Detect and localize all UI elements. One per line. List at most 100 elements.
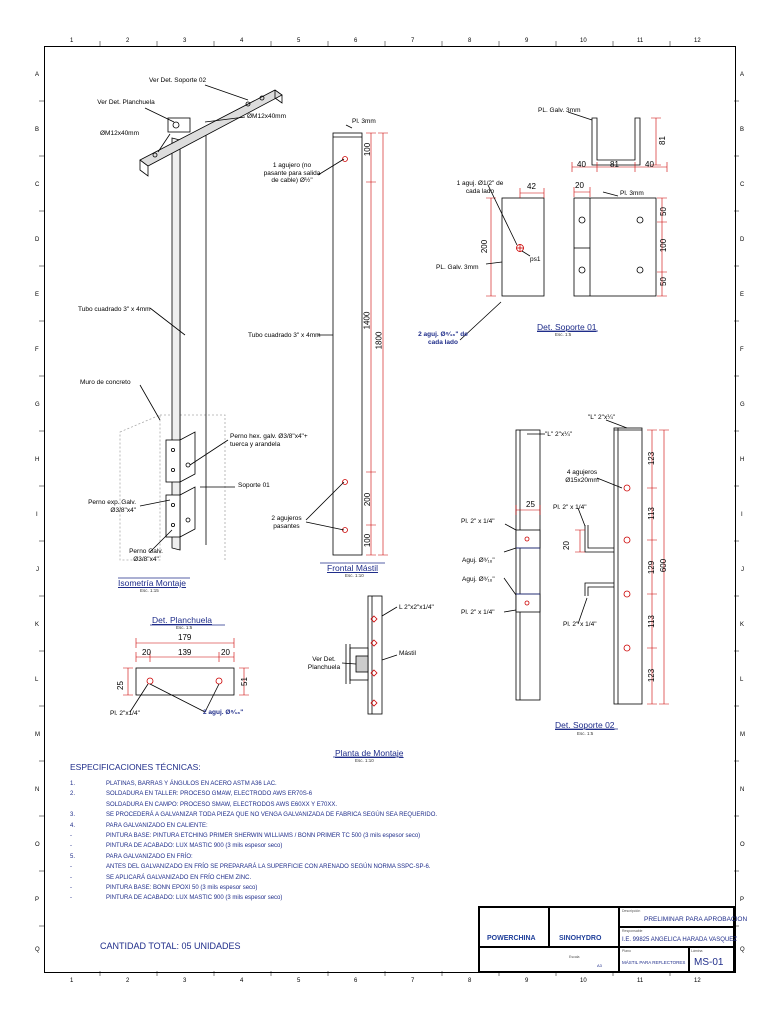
sop01-dim: 20	[575, 181, 584, 190]
spec-text: SE PROCEDERÁ A GALVANIZAR TODA PIEZA QUE…	[106, 812, 438, 819]
scale-label: Escala	[569, 955, 580, 959]
ruler-label: Q	[35, 947, 40, 953]
sop01-label: ps1	[530, 256, 541, 263]
sop01-scale: Esc. 1:5	[555, 332, 572, 337]
planchuela-drawing	[123, 624, 249, 713]
ruler-label: 5	[297, 978, 301, 984]
ruler-label: E	[740, 292, 745, 298]
sop02-dim: 25	[526, 500, 535, 509]
sop02-title: Det. Soporte 02	[555, 720, 615, 730]
planta-label: L 2"x2"x1/4"	[399, 604, 434, 611]
planchuela-dim: 25	[115, 681, 125, 690]
brand-sinohydro: SINOHYDRO	[559, 935, 602, 942]
frontal-dim: 200	[363, 492, 373, 507]
spec-item: 4.PARA GALVANIZADO EN CALIENTE:	[70, 821, 510, 831]
ruler-label: K	[35, 622, 40, 628]
ruler-label: E	[35, 292, 40, 298]
iso-label: Perno hex. galv. Ø3/8"x4"+ tuerca y aran…	[230, 433, 308, 448]
planchuela-title: Det. Planchuela	[152, 615, 213, 625]
sinohydro-cell	[549, 907, 619, 947]
ruler-label: N	[740, 787, 745, 793]
ruler-label: C	[740, 182, 745, 188]
spec-num: 1.	[70, 781, 76, 787]
status-cell	[619, 907, 734, 927]
iso-label: Tubo cuadrado 3" x 4mm	[78, 306, 151, 313]
spec-num: -	[70, 864, 72, 871]
planchuela-dim: 20	[142, 648, 151, 657]
resp-value: I.E. 99825 ANGELICA HARADA VASQUEZ	[622, 937, 737, 943]
spec-item: -ANTES DEL GALVANIZADO EN FRÍO SE PREPAR…	[70, 862, 510, 872]
ruler-label: O	[740, 842, 745, 848]
sop01-label: Pl. 3mm	[620, 190, 644, 197]
ruler-label: I	[36, 512, 38, 518]
spec-text: SOLDADURA EN TALLER: PROCESO GMAW, ELECT…	[106, 791, 313, 798]
sop01-dim: 100	[659, 238, 669, 253]
ruler-label: 1	[70, 38, 74, 44]
spec-text: PINTURA DE ACABADO: LUX MASTIC 900 (3 mi…	[106, 895, 283, 902]
sop02-dim: 600	[659, 558, 669, 573]
sop01-dim: 81	[610, 160, 619, 169]
sop01-dim: 42	[527, 182, 536, 191]
total-quantity: CANTIDAD TOTAL: 05 UNIDADES	[100, 941, 241, 951]
spec-text: PINTURA BASE: PINTURA ETCHING PRIMER SHE…	[106, 833, 421, 840]
planchuela-dim: 51	[239, 677, 249, 686]
iso-label: Perno exp. Galv. Ø3/8"x4"	[88, 499, 136, 514]
ruler-label: 12	[694, 38, 701, 44]
ruler-label: H	[740, 457, 745, 463]
ruler-label: O	[35, 842, 40, 848]
sop02-label: Pl. 2" x 1/4"	[563, 621, 597, 628]
powerchina-cell	[479, 907, 549, 947]
sop01-dim: 200	[480, 239, 490, 254]
sop02-label: Pl. 2" x 1/4"	[461, 609, 495, 616]
ruler-label: F	[740, 347, 744, 353]
sop02-label: "L" 2"x¼"	[588, 414, 615, 421]
sop02-label: Pl. 2" x 1/4"	[553, 504, 587, 511]
sop01-dim: 50	[658, 207, 668, 216]
sop02-label: 4 agujeros Ø15x20mm	[565, 469, 599, 484]
code-cell	[689, 947, 734, 972]
ruler-label: G	[740, 402, 745, 408]
brand-powerchina: POWERCHINA	[487, 935, 536, 942]
ruler-label: L	[35, 677, 39, 683]
ruler-label: 11	[637, 38, 644, 44]
planta-title: Planta de Montaje	[335, 748, 404, 758]
frontal-title: Frontal Mástil	[327, 563, 379, 573]
planchuela-dim: 20	[221, 648, 230, 657]
resp-cell	[619, 927, 734, 947]
planchuela-scale: Esc. 1:5	[176, 625, 193, 630]
name-cell	[619, 947, 689, 972]
ruler-label: 4	[240, 38, 244, 44]
ruler-label: 8	[468, 38, 472, 44]
ruler-label: 3	[183, 38, 187, 44]
ruler-label: Q	[740, 947, 745, 953]
sop02-dim: 123	[647, 451, 657, 466]
iso-label: Ver Det. Planchuela	[97, 99, 155, 106]
sop01-dim: 40	[645, 160, 654, 169]
ruler-label: C	[35, 182, 40, 188]
ruler-label: 10	[580, 978, 587, 984]
iso-label: ØM12x40mm	[100, 130, 140, 137]
spec-text: SOLDADURA EN CAMPO: PROCESO SMAW, ELECTR…	[106, 801, 338, 808]
code-label: Lámina	[691, 949, 703, 953]
scale-value: A3	[597, 963, 602, 968]
spec-item: 1.PLATINAS, BARRAS Y ÁNGULOS EN ACERO AS…	[70, 779, 510, 789]
sop01-dim: 81	[657, 136, 667, 145]
frontal-scale: Esc. 1:10	[345, 573, 364, 578]
ruler-label: K	[740, 622, 745, 628]
ruler-label: 11	[637, 978, 644, 984]
ruler-label: P	[35, 897, 40, 903]
status-label: Descripción	[622, 909, 641, 913]
name-label: Plano	[622, 949, 631, 953]
ruler-label: N	[35, 787, 40, 793]
frontal-label: 2 agujeros pasantes	[271, 515, 302, 530]
ruler-label: J	[36, 567, 39, 573]
ruler-label: 9	[525, 38, 529, 44]
frontal-label: Tubo cuadrado 3" x 4mm	[248, 332, 321, 339]
soporte01-drawing	[459, 111, 668, 341]
planta-label: Mástil	[399, 650, 416, 657]
ruler-label: I	[741, 512, 743, 518]
frontal-mastil-drawing	[305, 124, 388, 564]
planchuela-dim: 139	[178, 648, 192, 657]
ruler-label: 6	[354, 978, 358, 984]
title-block: POWERCHINA SINOHYDRO Descripción PRELIMI…	[478, 906, 747, 973]
